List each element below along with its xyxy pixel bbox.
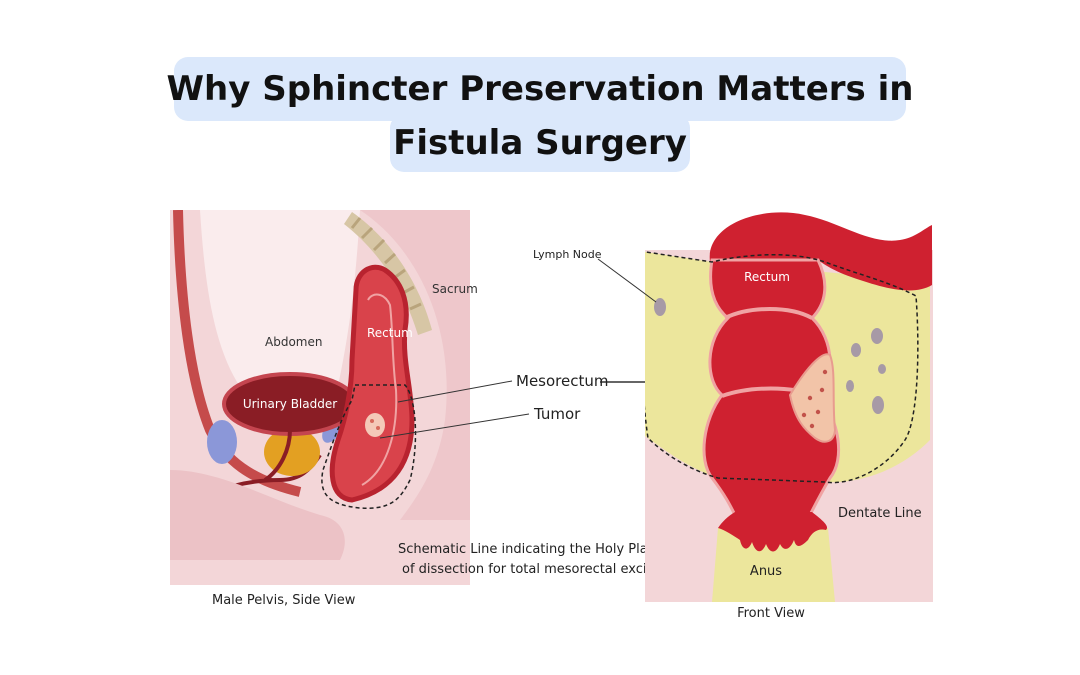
label-tumor: Tumor: [533, 405, 581, 423]
front-view-illustration: [645, 212, 933, 602]
title-banner: Why Sphincter Preservation Matters in Fi…: [0, 0, 1080, 190]
side-abdominal-cavity: [200, 210, 360, 420]
lymph-node: [654, 298, 666, 316]
caption-front-view: Front View: [737, 606, 805, 621]
pointer-mesorectum: [397, 380, 513, 403]
note-line-2: of dissection for total mesorectal excis…: [402, 562, 673, 577]
label-lymph-node: Lymph Node: [533, 248, 602, 261]
lymph-node: [851, 343, 861, 357]
title-line-2: Fistula Surgery: [390, 114, 690, 172]
side-tumor: [365, 413, 385, 437]
front-rectum-top: [709, 212, 932, 291]
front-tumor: [788, 353, 837, 443]
label-mesorectum: Mesorectum: [516, 372, 608, 390]
urethra: [263, 429, 292, 482]
label-abdomen: Abdomen: [265, 335, 322, 349]
lymph-node: [878, 364, 886, 374]
front-mesorectum-boundary: [645, 251, 919, 484]
side-blood-vessel: [173, 210, 302, 497]
title-line-1: Why Sphincter Preservation Matters in: [167, 57, 913, 121]
note-line-1: Schematic Line indicating the Holy Plane…: [398, 542, 668, 557]
pubic-bone: [207, 420, 237, 464]
pointer-lymph-node: [597, 258, 657, 303]
front-anal-fringe: [718, 512, 828, 552]
lymph-node: [846, 380, 854, 392]
label-sacrum: Sacrum: [432, 282, 478, 296]
side-rectum-inner: [361, 293, 398, 486]
side-perineum: [170, 470, 345, 560]
label-urinary-bladder: Urinary Bladder: [243, 397, 337, 411]
sacrum-vertebrae: [344, 212, 432, 335]
label-anus: Anus: [750, 564, 782, 579]
caption-side-view: Male Pelvis, Side View: [212, 593, 356, 608]
label-front-rectum: Rectum: [744, 270, 790, 284]
label-dentate-line: Dentate Line: [838, 506, 922, 521]
lymph-node: [872, 396, 884, 414]
lymph-node: [871, 328, 883, 344]
side-back-tissue: [360, 210, 470, 520]
label-side-rectum: Rectum: [367, 326, 413, 340]
side-view-illustration: [170, 210, 470, 585]
pointer-tumor: [379, 413, 530, 439]
front-rectum-fold-1: [724, 307, 813, 320]
